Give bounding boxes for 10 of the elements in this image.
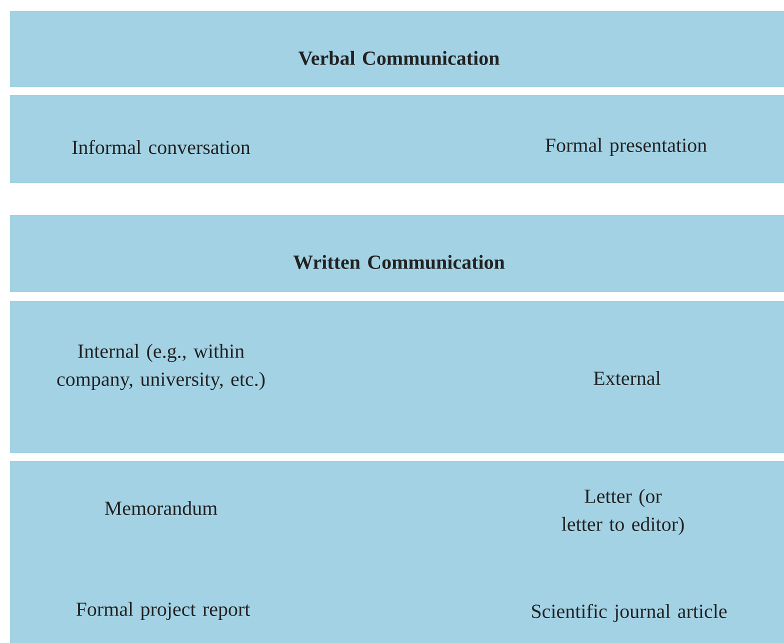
heading: Written Communication	[293, 254, 505, 270]
category-label: Memorandum	[104, 500, 218, 516]
category-label: Formal project report	[76, 602, 250, 620]
category-label: Letter (or letter to editor)	[562, 488, 684, 536]
heading: Verbal Communication	[298, 50, 500, 66]
category-label: Internal (e.g., within company, university, etc.)	[57, 344, 265, 390]
category-label: External	[594, 370, 660, 386]
category-label: Formal presentation	[546, 138, 707, 156]
category-label: Scientific journal article	[532, 604, 727, 622]
category-label: Informal conversation	[72, 140, 250, 154]
